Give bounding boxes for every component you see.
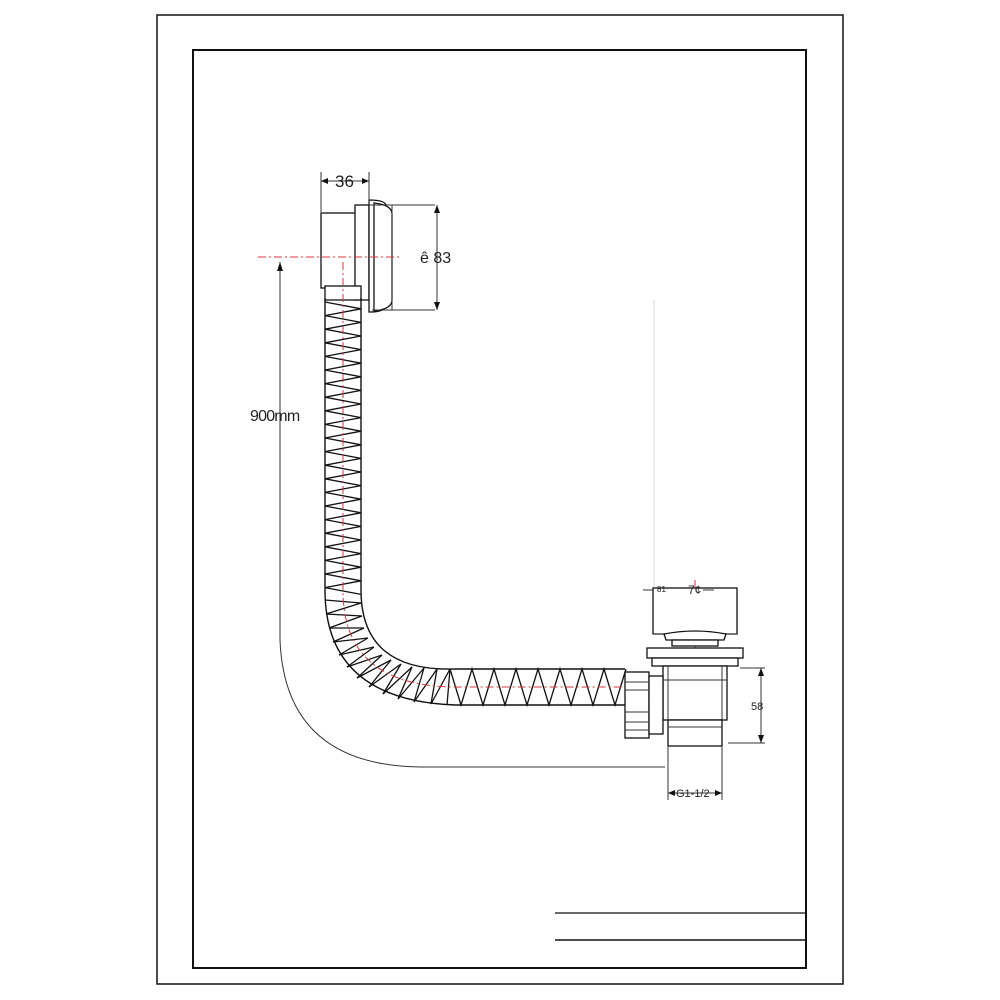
dimension-36: 36 — [320, 172, 370, 212]
dim-waste-top-small: 81 — [657, 585, 666, 594]
overflow-assembly — [320, 199, 435, 313]
centerlines — [258, 256, 696, 700]
hose-coil-vertical — [324, 301, 362, 596]
hose-coils-bend — [324, 599, 451, 706]
dim-waste-height: 58 — [751, 701, 763, 713]
inner-border — [192, 49, 807, 969]
waste-assembly — [624, 587, 744, 747]
dimension-900mm: 900mm — [250, 262, 665, 768]
hose-coil-horizontal — [449, 666, 627, 708]
title-block — [555, 912, 806, 941]
outer-border — [156, 14, 844, 985]
dim-hose-length: 900mm — [250, 408, 300, 425]
flexible-hose — [324, 298, 627, 708]
dim-waste-top: 7¢ — [688, 583, 701, 597]
hose-coils-horizontal — [449, 666, 627, 708]
dim-overflow-diameter: ê 83 — [420, 250, 451, 267]
hose-coils-vertical — [324, 301, 362, 596]
waste-dimensions: 81 7¢ 58 G1-1/2 — [643, 583, 765, 800]
dimension-83: ê 83 — [420, 205, 451, 310]
dim-thread: G1-1/2 — [676, 788, 710, 800]
dim-overflow-width: 36 — [335, 172, 354, 191]
